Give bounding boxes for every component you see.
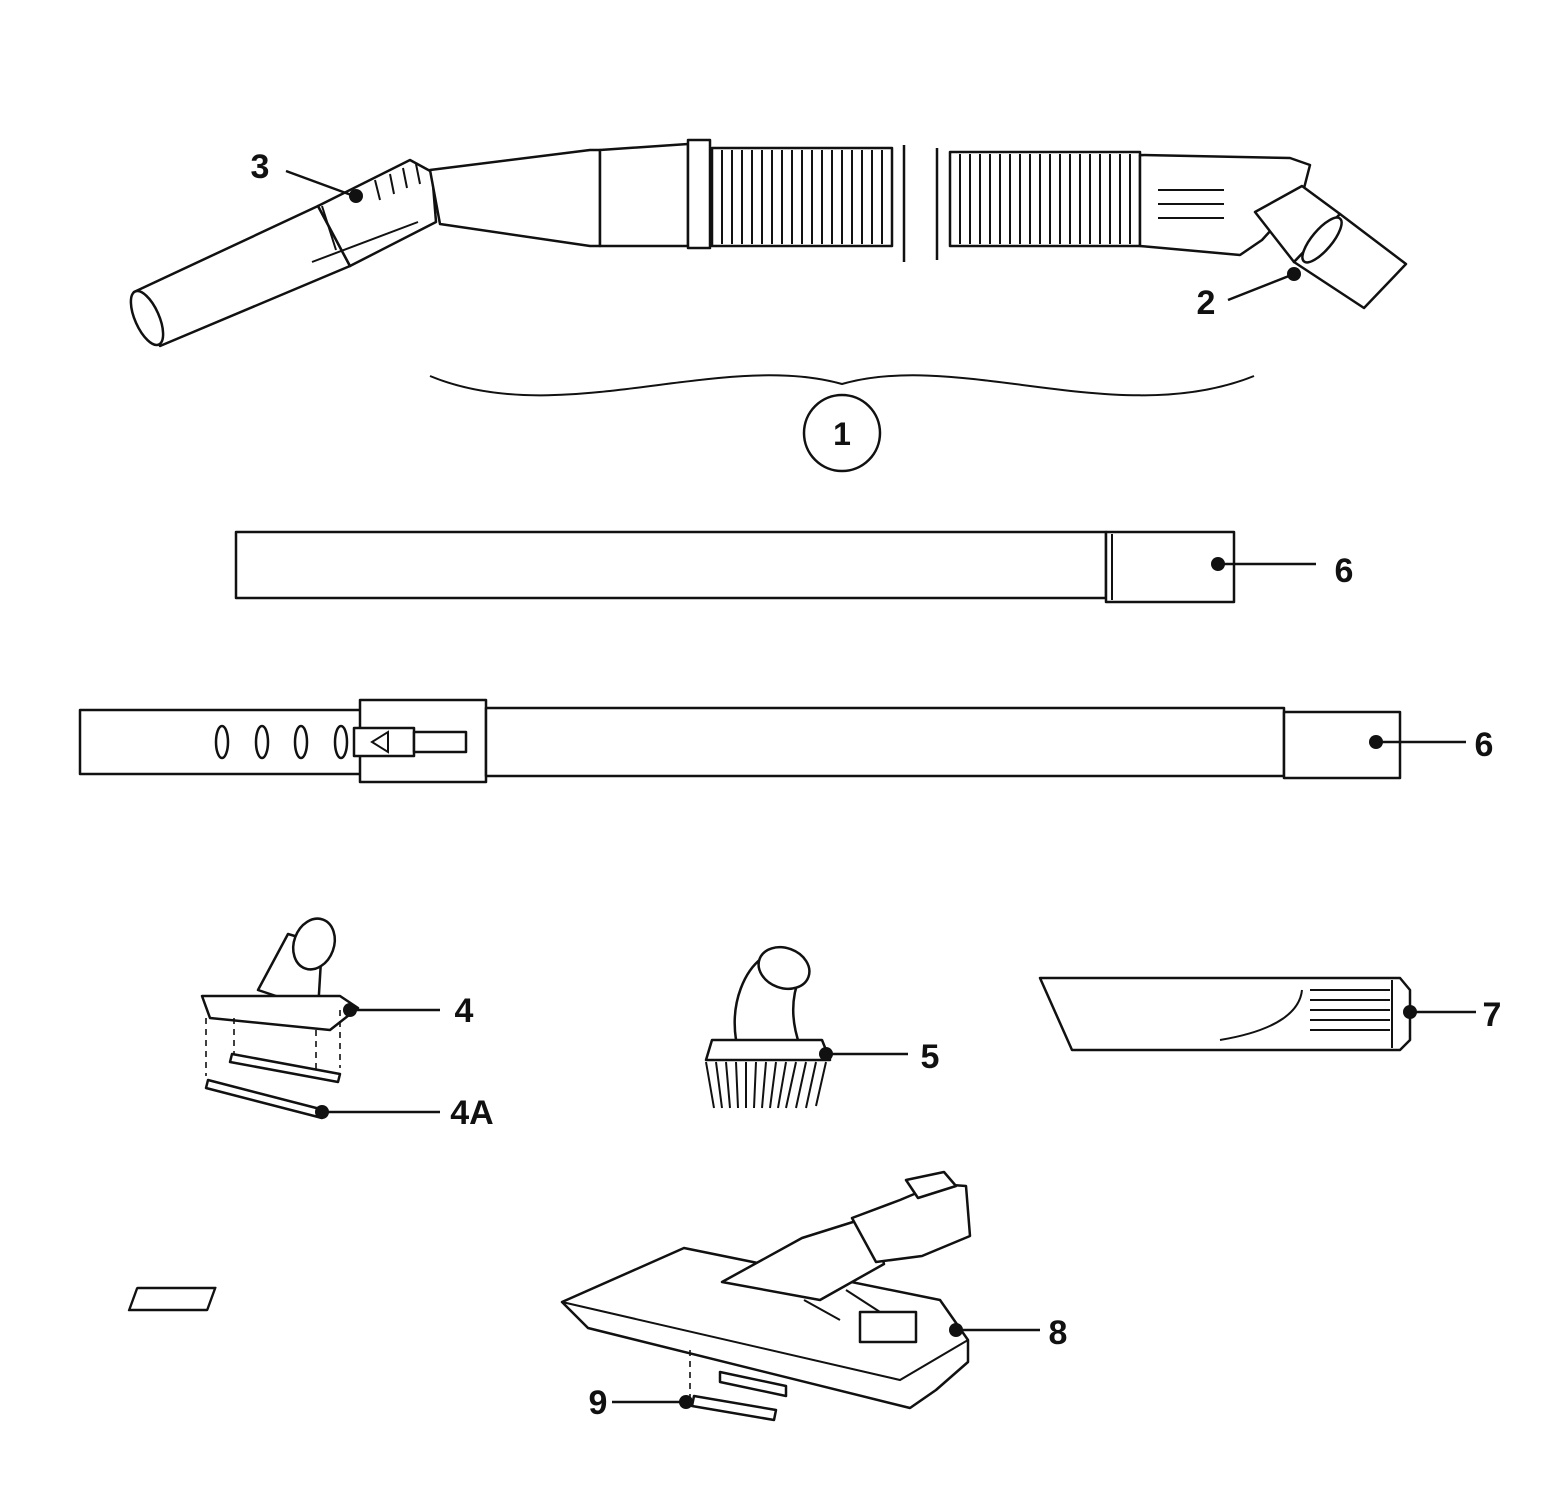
wand-upper [234,530,1236,604]
wand-telescopic-leader-dot [1369,735,1383,749]
wand-telescopic-callout: 6 [1475,726,1494,764]
upholstery-nozzle-leader-dot [343,1003,357,1017]
wand-telescopic [78,698,1402,784]
hose-corrugation-right [948,150,1142,248]
swivel-end-leader [1227,272,1295,302]
floor-tool-strip-upper [718,1370,788,1398]
hose-assembly [129,138,1408,348]
upholstery-nozzle [200,917,360,1084]
handle-leader-dot [349,189,363,203]
floor-tool-pedal[interactable] [858,1310,918,1344]
floor-tool-strip-leader-dot [679,1395,693,1409]
floor-tool-leader-dot [949,1323,963,1337]
hose-cuff-ring [686,138,712,250]
wand-lock-button[interactable] [352,726,416,758]
hose-assembly-callout-circle [802,393,882,473]
wand-upper-leader-dot [1211,557,1225,571]
hose-bend-tube [428,148,602,248]
floor-tool-strip [690,1394,778,1422]
hose-assembly-brace [429,374,1255,397]
dusting-brush-leader-dot [819,1047,833,1061]
nozzle-strip [204,1078,326,1120]
swivel-end-leader-dot [1287,267,1301,281]
crevice-tool [1038,976,1412,1052]
hose-handle [129,158,438,348]
floor-tool-strip-callout: 9 [589,1384,608,1422]
floor-tool-callout: 8 [1049,1314,1068,1352]
handle-callout: 3 [251,148,270,186]
swivel-end-callout: 2 [1197,284,1216,322]
floor-tool [127,1170,972,1410]
hose-assembly-callout: 1 [833,416,851,452]
dusting-brush-callout: 5 [921,1038,940,1076]
crevice-tool-leader-dot [1403,1005,1417,1019]
nozzle-strip-leader-dot [315,1105,329,1119]
handle-leader [285,169,355,198]
upholstery-nozzle-callout: 4 [455,992,474,1030]
dusting-brush [704,945,832,1109]
hose-corrugation-left [710,146,894,248]
hose-cuff [598,142,690,248]
nozzle-strip-callout: 4A [450,1094,493,1132]
upholstery-nozzle-strip-upper [228,1052,342,1084]
crevice-tool-callout: 7 [1483,996,1502,1034]
wand-upper-callout: 6 [1335,552,1354,590]
hose-swivel-end [1138,153,1408,310]
